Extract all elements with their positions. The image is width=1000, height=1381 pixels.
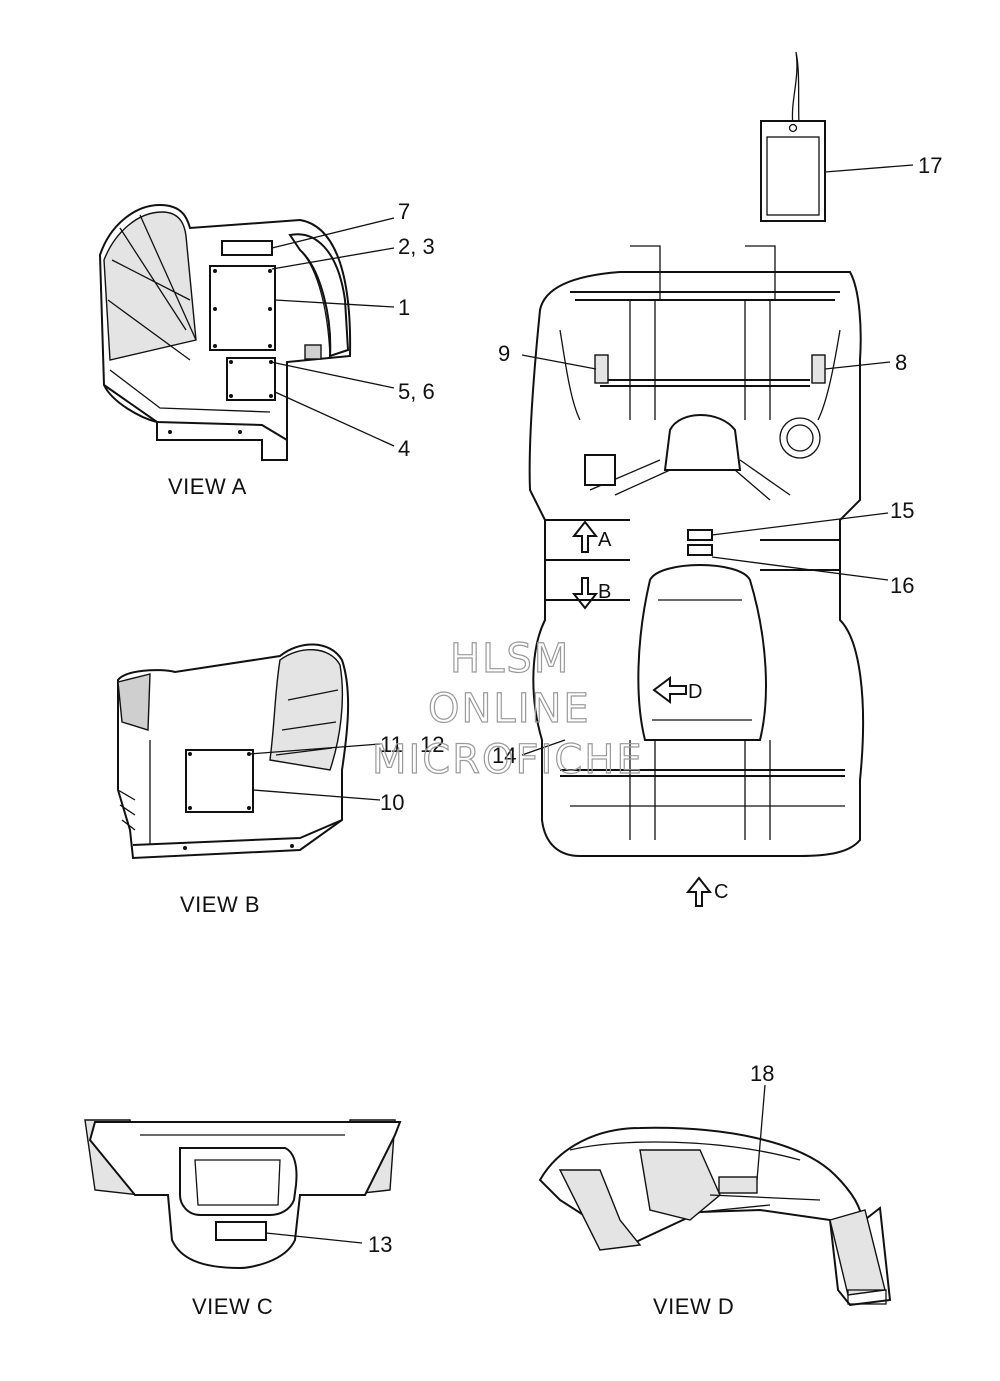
arrow-a-label: A	[598, 529, 612, 551]
callout-14: 14	[492, 743, 516, 768]
view-b-label: VIEW B	[180, 892, 260, 917]
callout-2-3: 2, 3	[398, 234, 435, 259]
callout-9: 9	[498, 341, 510, 366]
view-c-drawing	[84, 1119, 402, 1270]
callout-17: 17	[918, 153, 942, 178]
hang-tag-17	[760, 51, 914, 222]
arrow-b-label: B	[598, 581, 611, 603]
callout-11: 11	[380, 732, 403, 757]
view-a-label: VIEW A	[168, 474, 247, 499]
watermark-line-3: MICROFICHE	[372, 737, 644, 783]
watermark-line-1: HLSM	[450, 636, 570, 682]
callout-15: 15	[890, 498, 914, 523]
callout-8: 8	[895, 350, 907, 375]
callout-4: 4	[398, 436, 410, 461]
callout-12: 12	[420, 732, 444, 757]
view-c-label: VIEW C	[192, 1294, 273, 1319]
callout-7: 7	[398, 199, 410, 224]
arrow-a-marker	[571, 520, 599, 553]
arrow-c-marker	[685, 876, 713, 907]
view-a-drawing	[98, 203, 395, 461]
watermark-line-2: ONLINE	[428, 686, 591, 732]
arrow-d-marker	[652, 676, 687, 704]
view-d-drawing	[538, 1084, 892, 1307]
arrow-c-label: C	[714, 881, 728, 903]
callout-16: 16	[890, 573, 914, 598]
callout-13: 13	[368, 1232, 392, 1257]
callout-1: 1	[398, 295, 410, 320]
view-d-label: VIEW D	[653, 1294, 734, 1319]
callout-10: 10	[380, 790, 404, 815]
callout-5-6: 5, 6	[398, 379, 435, 404]
atv-top-view	[521, 245, 891, 857]
arrow-b-marker	[571, 577, 599, 610]
arrow-d-label: D	[688, 681, 702, 703]
view-b-drawing	[117, 643, 381, 860]
callout-18: 18	[750, 1061, 774, 1086]
